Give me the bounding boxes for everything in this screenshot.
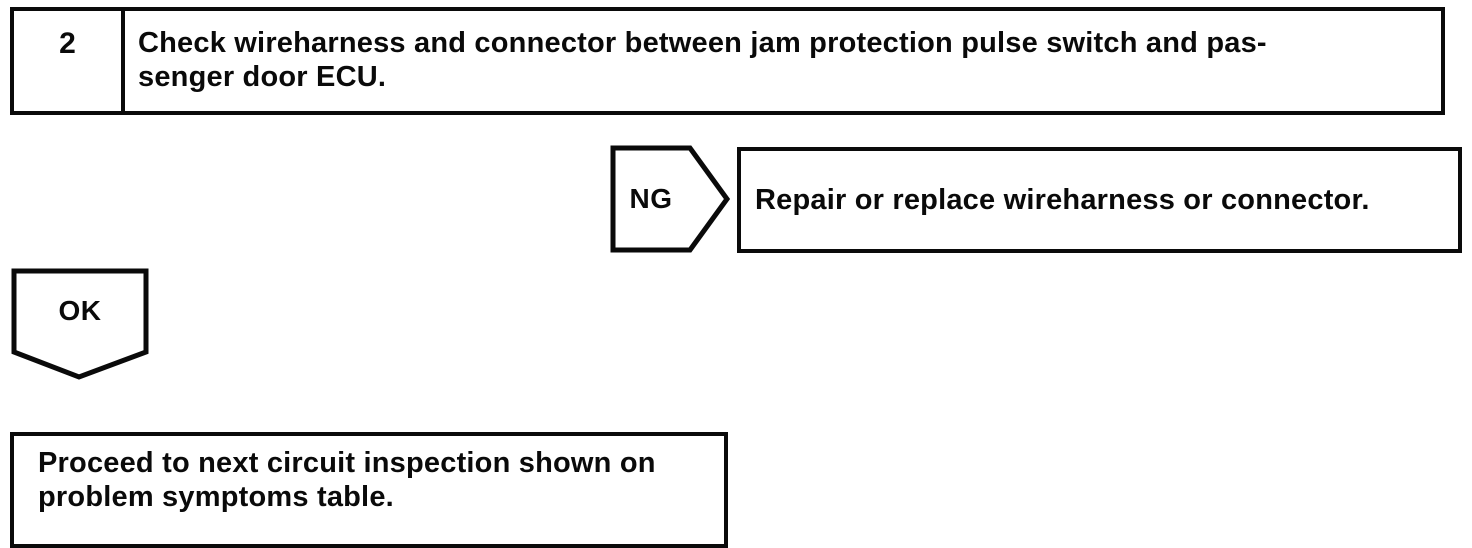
ok-pentagon-icon (11, 268, 149, 380)
step-instruction-line2: senger door ECU. (138, 61, 387, 93)
step-instruction: Check wireharness and connector between … (125, 11, 1277, 111)
ng-pentagon-icon (610, 145, 730, 253)
ng-action-box: Repair or replace wireharness or connect… (737, 147, 1462, 253)
step-number: 2 (14, 11, 125, 111)
ok-connector-shape: OK (11, 268, 149, 380)
ng-action-text: Repair or replace wireharness or connect… (755, 183, 1370, 216)
ok-label: OK (58, 295, 102, 326)
result-text-line2: problem symptoms table. (38, 481, 394, 513)
step-box: 2 Check wireharness and connector betwee… (10, 7, 1445, 115)
ng-label: NG (629, 183, 673, 214)
result-text-line1: Proceed to next circuit inspection shown… (38, 447, 656, 479)
result-box: Proceed to next circuit inspection shown… (10, 432, 728, 548)
step-instruction-line1: Check wireharness and connector between … (138, 27, 1267, 59)
ng-connector-shape: NG (610, 145, 730, 253)
